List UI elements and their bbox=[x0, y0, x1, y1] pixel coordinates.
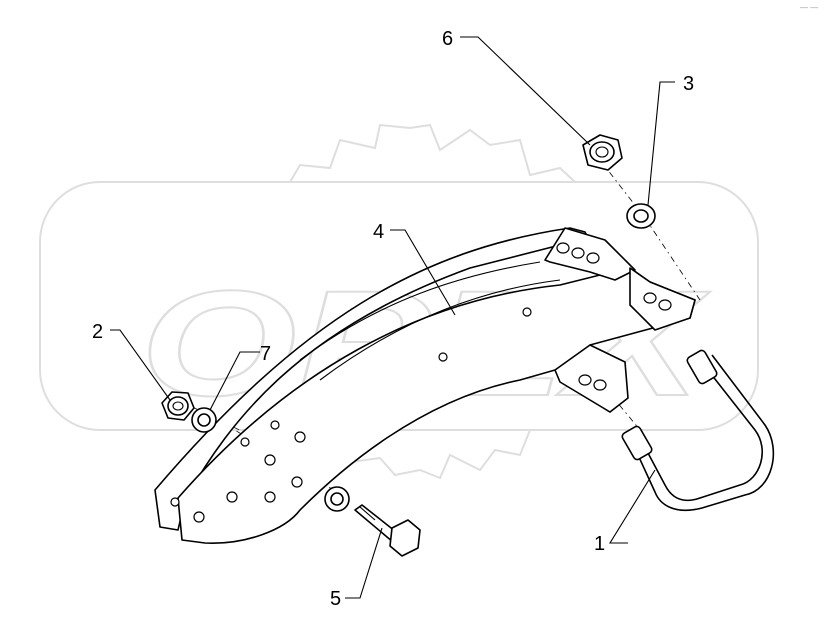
leader-2 bbox=[110, 329, 171, 401]
callout-3: 3 bbox=[683, 73, 694, 95]
leader-3 bbox=[647, 81, 675, 206]
leader-5 bbox=[345, 527, 383, 599]
callout-4: 4 bbox=[373, 221, 384, 243]
bracket-holes bbox=[170, 242, 672, 523]
u-bolt-part-1[interactable] bbox=[621, 349, 775, 512]
nut-left-part-2[interactable] bbox=[161, 391, 195, 421]
bolt-part-5[interactable] bbox=[354, 504, 421, 557]
corner-mark: — — bbox=[800, 3, 818, 12]
callout-7: 7 bbox=[260, 343, 271, 365]
washer-top-part-3[interactable] bbox=[626, 203, 656, 229]
callout-2: 2 bbox=[92, 321, 103, 343]
bracket-part-4[interactable] bbox=[154, 227, 696, 544]
leader-4 bbox=[390, 229, 456, 316]
nut-top-part-6[interactable] bbox=[582, 134, 623, 171]
leader-6 bbox=[460, 36, 591, 146]
callout-labels: 1 2 3 4 5 6 7 bbox=[92, 28, 694, 610]
washer-left-part-7[interactable] bbox=[191, 407, 217, 433]
washer-bolt[interactable] bbox=[324, 486, 350, 512]
callout-5: 5 bbox=[330, 588, 341, 610]
watermark-gear-icon bbox=[289, 123, 576, 183]
callout-leaders bbox=[110, 36, 675, 599]
leader-7 bbox=[209, 351, 260, 411]
leader-1 bbox=[609, 469, 656, 544]
callout-1: 1 bbox=[594, 533, 605, 555]
callout-6: 6 bbox=[442, 28, 453, 50]
